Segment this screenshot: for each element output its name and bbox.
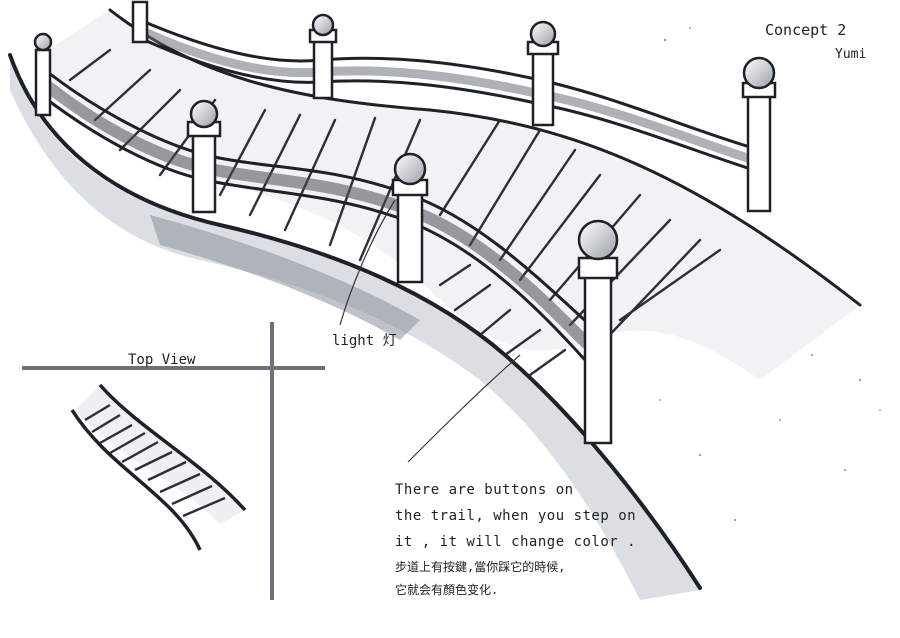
ground-shadow <box>10 60 700 600</box>
deck-planks <box>68 48 722 377</box>
sketch-title: Concept 2 <box>765 21 846 39</box>
paper-speckles <box>659 27 881 522</box>
annotation-callouts <box>339 199 521 463</box>
bridge-edges <box>8 8 862 590</box>
back-railing <box>131 0 777 213</box>
top-view-label: Top View <box>128 352 196 368</box>
note-cn-line-2: 它就会有顏色变化. <box>395 582 498 597</box>
note-cn-line-1: 步道上有按鍵,當你踩它的時候, <box>395 559 565 574</box>
note-line-2: the trail, when you step on <box>395 508 636 524</box>
note-line-3: it , it will change color . <box>395 534 636 550</box>
note-line-1: There are buttons on <box>395 482 574 498</box>
light-label: light 灯 <box>332 333 397 349</box>
top-view-inset <box>22 322 325 600</box>
front-railing <box>33 32 619 445</box>
sketch-author: Yumi <box>835 47 866 62</box>
